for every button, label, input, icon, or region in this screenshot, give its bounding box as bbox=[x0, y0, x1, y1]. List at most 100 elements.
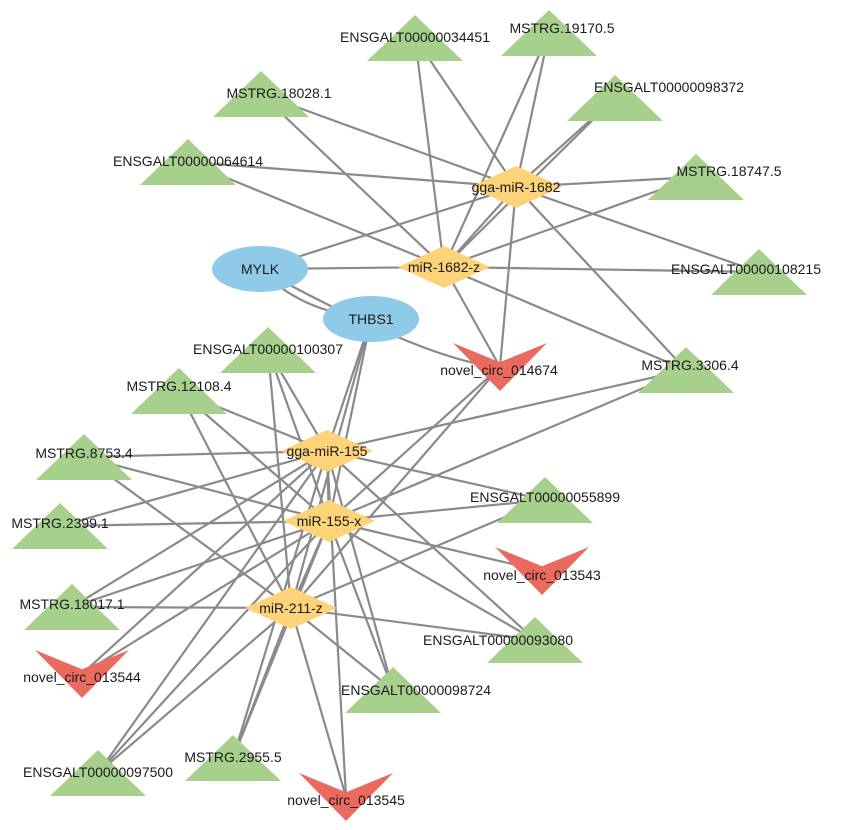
edge-mir-155-x-to-mstrg-18017-1 bbox=[71, 519, 330, 609]
node-mstrg-3306-4 bbox=[638, 347, 734, 393]
node-label-mylk: MYLK bbox=[241, 261, 280, 277]
node-ensgalt00000098372 bbox=[567, 75, 663, 121]
node-label-mstrg-18747-5: MSTRG.18747.5 bbox=[676, 163, 781, 179]
node-label-mstrg-19170-5: MSTRG.19170.5 bbox=[509, 20, 614, 36]
node-label-mir-1682-z: miR-1682-z bbox=[408, 259, 480, 275]
edge-gga-mir-1682-to-ensgalt00000064614 bbox=[187, 160, 517, 189]
edge-novel-circ-014674-to-mir-155-x bbox=[328, 366, 501, 522]
node-mstrg-12108-4 bbox=[131, 368, 227, 414]
node-ensgalt00000100307 bbox=[220, 327, 316, 373]
node-ensgalt00000097500 bbox=[50, 750, 146, 796]
node-label-mstrg-12108-4: MSTRG.12108.4 bbox=[126, 378, 231, 394]
edge-gga-mir-1682-to-mstrg-3306-4 bbox=[515, 186, 687, 371]
edge-mir-1682-z-to-mstrg-19170-5 bbox=[442, 32, 551, 268]
edge-gga-mir-155-to-mstrg-18017-1 bbox=[71, 450, 328, 608]
node-mstrg-18747-5 bbox=[648, 154, 744, 200]
node-novel-circ-013545 bbox=[299, 773, 393, 821]
node-label-ensgalt00000055899: ENSGALT00000055899 bbox=[470, 489, 620, 505]
node-novel-circ-014674 bbox=[453, 343, 547, 391]
node-label-ensgalt00000108215: ENSGALT00000108215 bbox=[671, 261, 821, 277]
node-label-gga-mir-155: gga-miR-155 bbox=[287, 443, 368, 459]
edge-mir-1682-z-to-ensgalt00000064614 bbox=[187, 160, 445, 269]
node-label-novel-circ-013543: novel_circ_013543 bbox=[483, 567, 601, 583]
node-ensgalt00000055899 bbox=[497, 477, 593, 523]
edge-mir-211-z-to-mstrg-12108-4 bbox=[178, 390, 292, 609]
node-label-novel-circ-013544: novel_circ_013544 bbox=[23, 669, 141, 685]
node-mir-1682-z bbox=[398, 246, 490, 288]
edge-mir-211-z-to-ensgalt00000098724 bbox=[290, 607, 394, 691]
node-label-ensgalt00000064614: ENSGALT00000064614 bbox=[113, 153, 263, 169]
node-mstrg-19170-5 bbox=[501, 10, 597, 56]
node-label-mir-211-z: miR-211-z bbox=[259, 600, 323, 616]
node-label-mstrg-8753-4: MSTRG.8753.4 bbox=[35, 445, 132, 461]
node-label-mstrg-18028-1: MSTRG.18028.1 bbox=[226, 85, 331, 101]
node-ensgalt00000108215 bbox=[711, 249, 807, 295]
edge-mir-155-x-to-novel-circ-013544 bbox=[81, 520, 330, 675]
edge-mir-211-z-to-mstrg-2955-5 bbox=[231, 607, 293, 759]
node-label-gga-mir-1682: gga-miR-1682 bbox=[472, 179, 561, 195]
node-label-mir-155-x: miR-155-x bbox=[297, 513, 362, 529]
edge-gga-mir-1682-to-mstrg-18028-1 bbox=[260, 92, 517, 189]
node-ensgalt00000064614 bbox=[140, 139, 236, 185]
node-novel-circ-013544 bbox=[35, 650, 129, 698]
node-label-novel-circ-013545: novel_circ_013545 bbox=[287, 792, 405, 808]
node-mylk bbox=[212, 246, 308, 292]
node-mir-211-z bbox=[245, 587, 337, 629]
edge-gga-mir-1682-to-novel-circ-014674 bbox=[498, 186, 518, 368]
edge-mir-211-z-to-ensgalt00000097500 bbox=[97, 607, 292, 774]
edge-mir-1682-z-to-mstrg-18028-1 bbox=[260, 93, 445, 268]
edge-mir-211-z-to-ensgalt00000100307 bbox=[266, 349, 293, 609]
node-ensgalt00000034451 bbox=[367, 15, 463, 61]
node-gga-mir-1682 bbox=[470, 166, 562, 208]
node-ensgalt00000098724 bbox=[345, 667, 441, 713]
edge-mir-155-x-to-ensgalt00000098724 bbox=[327, 520, 395, 691]
node-mstrg-2955-5 bbox=[185, 735, 281, 781]
edge-mir-155-x-to-ensgalt00000097500 bbox=[97, 520, 330, 774]
edge-mir-155-x-to-ensgalt00000093080 bbox=[328, 520, 536, 641]
edge-gga-mir-1682-to-ensgalt00000108215 bbox=[515, 185, 760, 274]
edge-mir-211-z-to-mstrg-8753-4 bbox=[83, 456, 292, 609]
edge-mir-1682-z-to-ensgalt00000108215 bbox=[443, 265, 760, 274]
node-label-ensgalt00000093080: ENSGALT00000093080 bbox=[423, 632, 573, 648]
node-novel-circ-013543 bbox=[495, 547, 589, 595]
node-label-novel-circ-014674: novel_circ_014674 bbox=[440, 362, 558, 378]
edge-mstrg-3306-4-to-mir-155-x bbox=[328, 368, 687, 523]
node-label-mstrg-2399-1: MSTRG.2399.1 bbox=[11, 515, 108, 531]
edge-mir-1682-z-to-mstrg-18747-5 bbox=[443, 175, 697, 269]
edge-gga-mir-155-to-ensgalt00000097500 bbox=[97, 450, 328, 774]
node-thbs1 bbox=[323, 296, 419, 342]
node-layer bbox=[12, 10, 807, 821]
node-label-ensgalt00000034451: ENSGALT00000034451 bbox=[340, 29, 490, 45]
edge-gga-mir-155-to-mstrg-2399-1 bbox=[59, 449, 328, 528]
edge-gga-mir-155-to-ensgalt00000055899 bbox=[326, 449, 546, 502]
node-gga-mir-155 bbox=[281, 430, 373, 472]
node-label-ensgalt00000100307: ENSGALT00000100307 bbox=[193, 341, 343, 357]
node-label-thbs1: THBS1 bbox=[348, 311, 393, 327]
node-mstrg-18028-1 bbox=[213, 71, 309, 117]
edge-novel-circ-014674-to-mir-211-z bbox=[290, 366, 501, 609]
node-label-mstrg-18017-1: MSTRG.18017.1 bbox=[19, 596, 124, 612]
edge-gga-mir-155-to-ensgalt00000098724 bbox=[325, 450, 395, 691]
edge-mir-211-z-to-ensgalt00000093080 bbox=[290, 606, 536, 642]
edge-mir-1682-z-to-ensgalt00000034451 bbox=[413, 37, 446, 268]
node-label-ensgalt00000098724: ENSGALT00000098724 bbox=[341, 682, 491, 698]
node-label-ensgalt00000098372: ENSGALT00000098372 bbox=[594, 79, 744, 95]
node-label-ensgalt00000097500: ENSGALT00000097500 bbox=[23, 764, 173, 780]
node-label-mstrg-2955-5: MSTRG.2955.5 bbox=[184, 749, 281, 765]
edge-mstrg-3306-4-to-gga-mir-155 bbox=[326, 368, 687, 453]
label-layer: gga-miR-1682 miR-1682-z gga-miR-155 miR-155… bbox=[11, 20, 821, 808]
edge-mir-155-x-to-mstrg-8753-4 bbox=[83, 455, 330, 523]
edge-gga-mir-1682-to-mstrg-19170-5 bbox=[514, 32, 551, 188]
edge-mir-211-z-to-novel-circ-013545 bbox=[289, 607, 348, 798]
edge-mir-1682-z-to-mstrg-3306-4 bbox=[443, 265, 687, 372]
edge-gga-mir-1682-to-ensgalt00000034451 bbox=[414, 37, 517, 188]
node-mir-155-x bbox=[283, 500, 375, 542]
node-mstrg-2399-1 bbox=[12, 503, 108, 549]
edge-mir-155-x-to-ensgalt00000100307 bbox=[266, 349, 331, 522]
node-label-mstrg-3306-4: MSTRG.3306.4 bbox=[641, 357, 738, 373]
node-ensgalt00000093080 bbox=[487, 617, 583, 663]
node-mstrg-18017-1 bbox=[24, 584, 120, 630]
node-mstrg-8753-4 bbox=[36, 434, 132, 480]
